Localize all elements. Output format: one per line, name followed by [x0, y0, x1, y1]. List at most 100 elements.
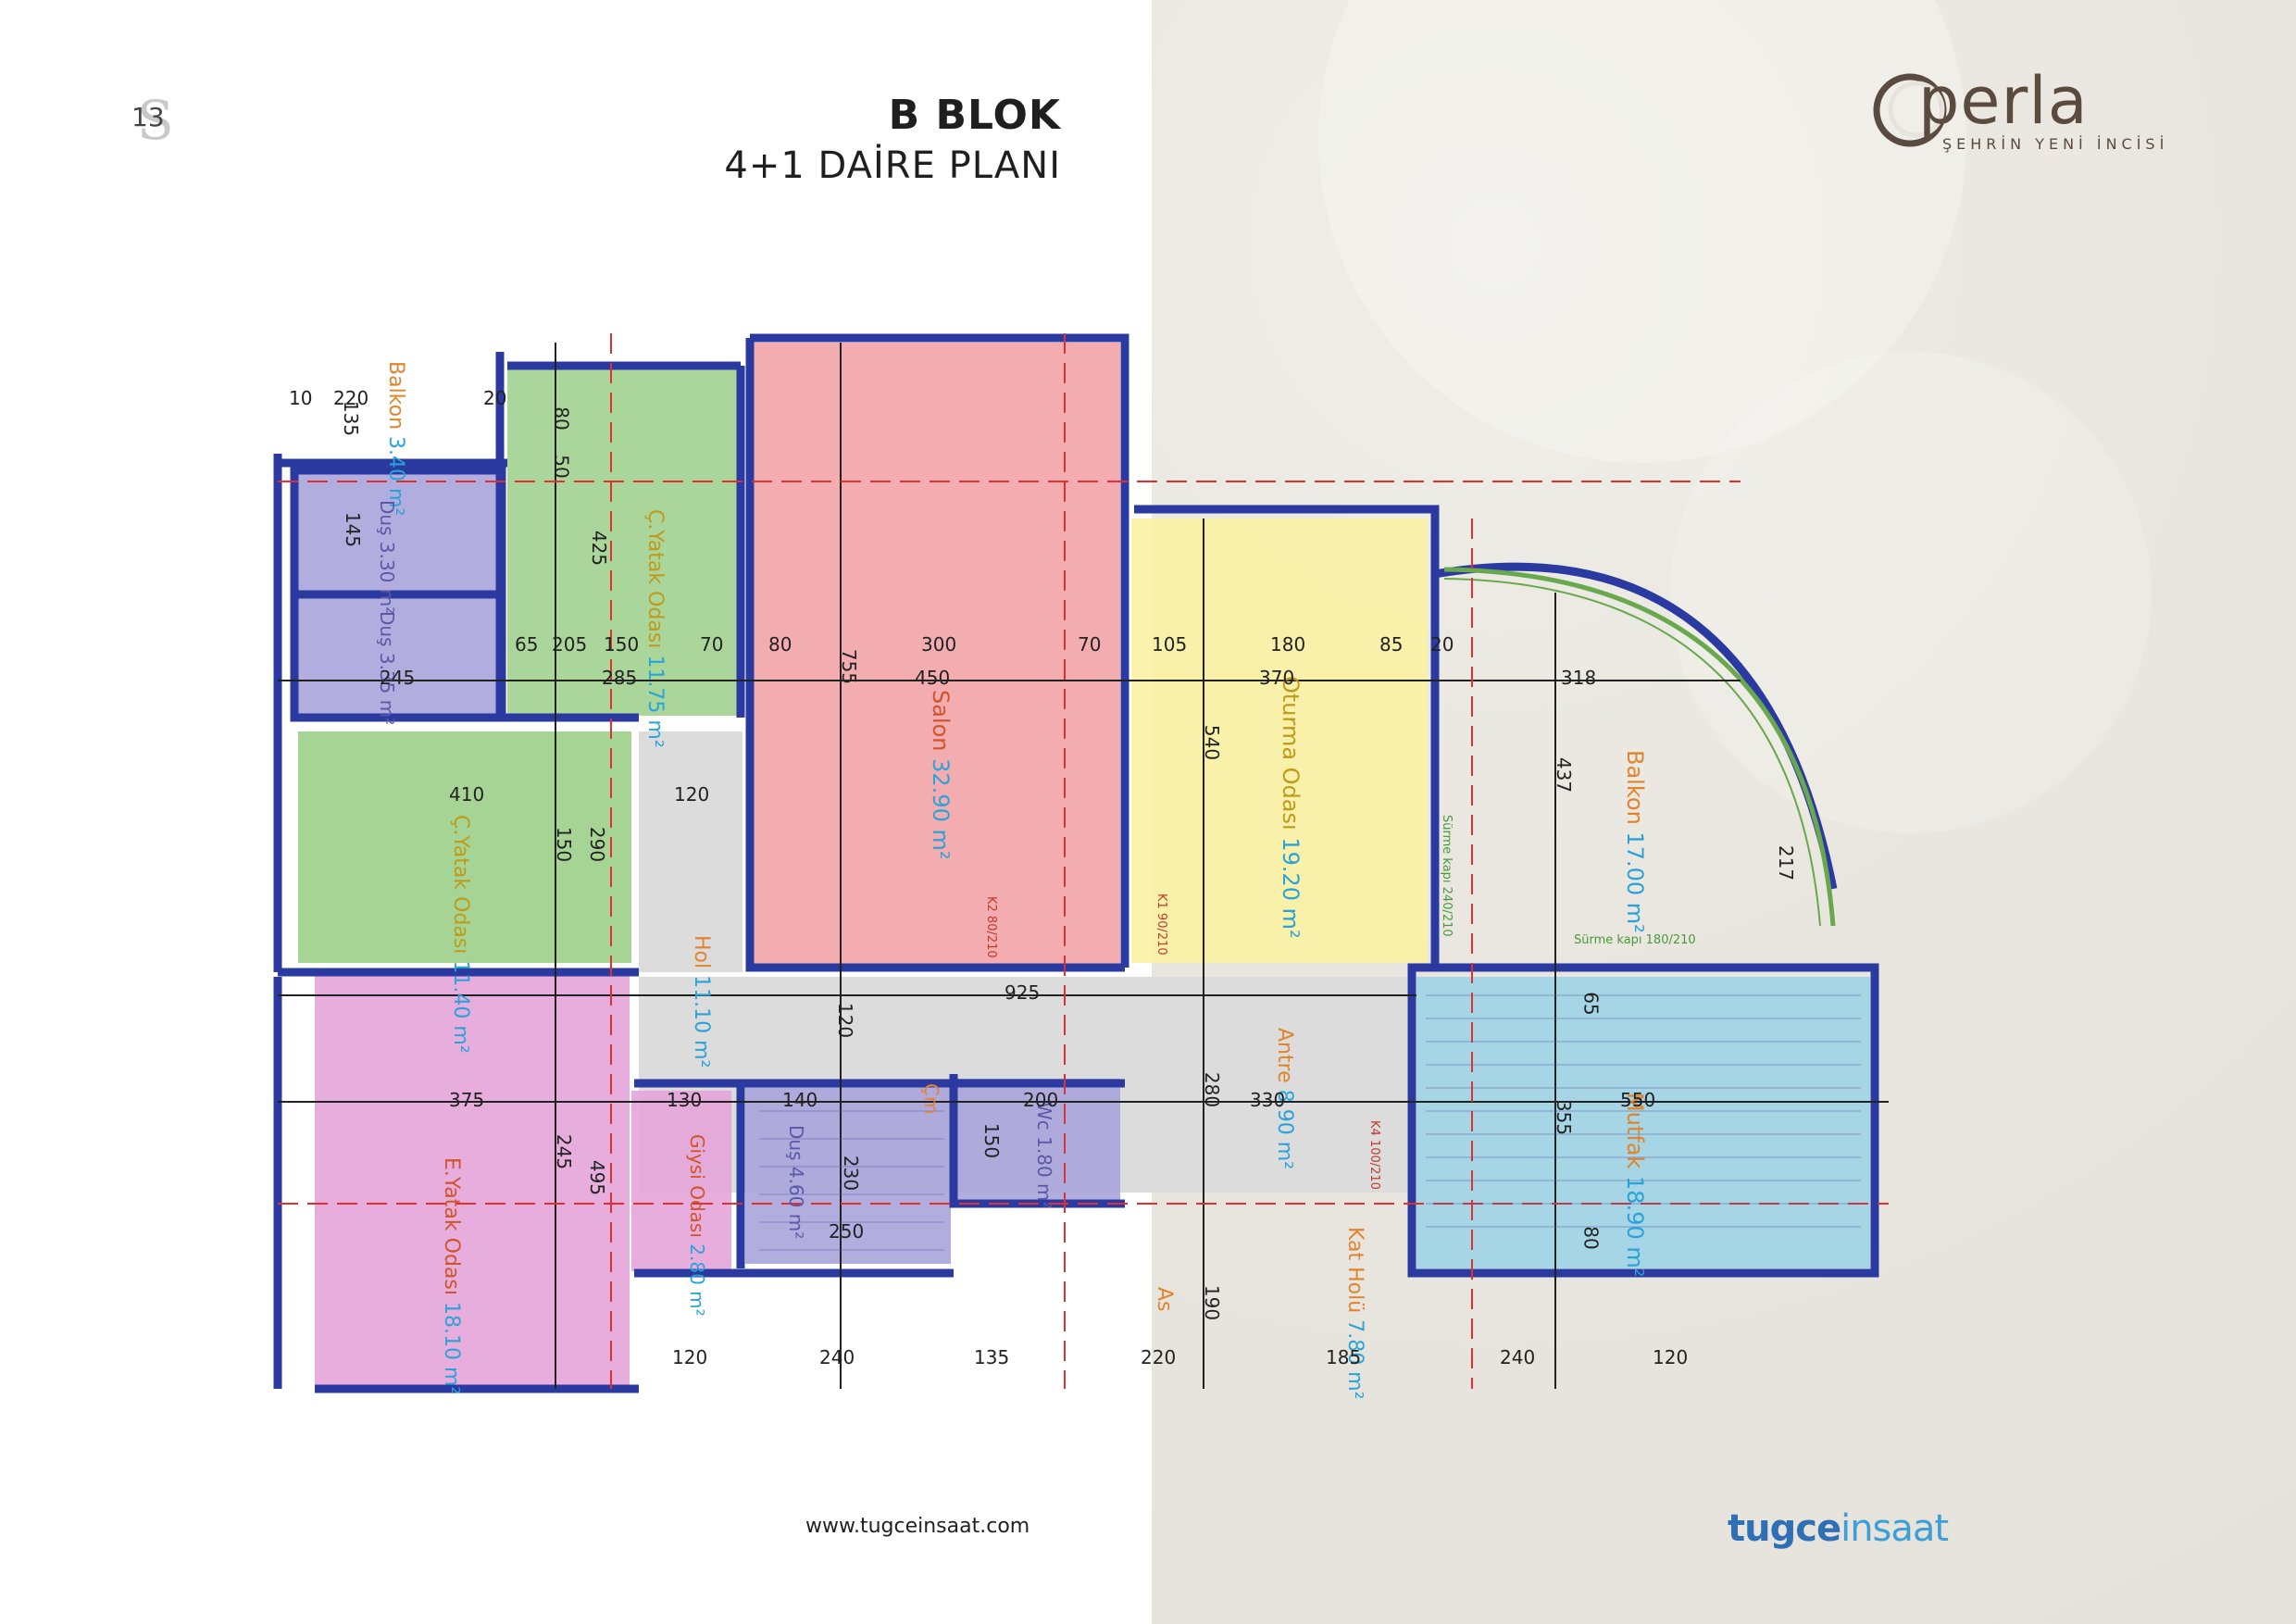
- wall-outline-mutfak: [1407, 963, 1879, 1278]
- dim: 330: [1250, 1089, 1286, 1111]
- dim: 135: [340, 400, 363, 437]
- page-number: 13: [131, 102, 165, 132]
- dim: 495: [586, 1159, 609, 1196]
- dim: 135: [974, 1346, 1010, 1368]
- room-area: 19.20 m²: [1278, 837, 1304, 939]
- dim: 20: [483, 387, 507, 409]
- dim: 245: [380, 667, 416, 689]
- room-name: Hol: [690, 935, 713, 969]
- dim: 190: [1201, 1284, 1224, 1321]
- dim: 65: [1579, 992, 1603, 1016]
- wall-outline-bath: [290, 466, 506, 722]
- room-label-c-yatak-2: Ç.Yatak Odası 11.40 m²: [449, 815, 472, 1054]
- dim: 290: [586, 826, 609, 863]
- dim: 120: [674, 783, 710, 806]
- room-area: 17.00 m²: [1622, 831, 1648, 933]
- brand-part-b: insaat: [1841, 1507, 1949, 1550]
- room-area: 32.90 m²: [928, 758, 954, 860]
- room-bedroom-c2: [298, 731, 631, 963]
- room-name: Kat Holü: [1343, 1227, 1366, 1314]
- dim: 80: [550, 406, 573, 431]
- room-name: Balkon: [384, 361, 407, 431]
- dim: 180: [1270, 633, 1306, 656]
- dim: 220: [1141, 1346, 1177, 1368]
- room-mutfak: [1416, 977, 1870, 1268]
- dim: 200: [1023, 1089, 1059, 1111]
- room-name: Çm: [920, 1083, 942, 1115]
- room-area: 3.35 m²: [376, 652, 398, 726]
- dim: 130: [667, 1089, 703, 1111]
- note-door-k2: K2 80/210: [984, 896, 998, 958]
- room-wc: [954, 1079, 1120, 1204]
- room-bedroom-c1: [507, 366, 737, 716]
- room-name: E.Yatak Odası: [440, 1157, 463, 1295]
- tile-grid-dus: [759, 1110, 944, 1251]
- dim: 285: [602, 667, 638, 689]
- room-area: 18.10 m²: [440, 1301, 463, 1395]
- dim: 205: [552, 633, 588, 656]
- wall-outline-lower: [315, 1074, 1125, 1393]
- dim: 220: [333, 387, 369, 409]
- room-giysi: [631, 1091, 731, 1271]
- note-sliding-door-1: Sürme kapı 240/210: [1440, 815, 1454, 937]
- dim: 20: [1430, 633, 1454, 656]
- room-salon: [750, 343, 1120, 968]
- room-label-dus-3: Duş 4.60 m²: [785, 1125, 807, 1239]
- wall-outline-salon: [745, 333, 1129, 972]
- room-label-kat-holu: Kat Holü 7.80 m²: [1343, 1227, 1366, 1399]
- dim: 120: [834, 1002, 857, 1039]
- dim: 375: [449, 1089, 485, 1111]
- room-dus-3: [745, 1083, 951, 1264]
- room-label-balkon-2: Balkon 17.00 m²: [1622, 750, 1648, 933]
- room-label-as: As: [1153, 1287, 1176, 1312]
- dim: 150: [553, 826, 576, 863]
- room-name: Duş: [376, 611, 398, 647]
- room-oturma: [1131, 518, 1428, 963]
- dim: 355: [1553, 1099, 1576, 1136]
- dim: 217: [1775, 844, 1798, 881]
- dim: 550: [1620, 1089, 1656, 1111]
- website-url: www.tugceinsaat.com: [805, 1515, 1030, 1538]
- dim: 437: [1553, 756, 1576, 793]
- dim: 450: [915, 667, 951, 689]
- dim: 65: [515, 633, 539, 656]
- room-label-giysi: Giysi Odası 2.80 m²: [686, 1134, 708, 1317]
- dim: 120: [1653, 1346, 1689, 1368]
- axis-lines: [278, 343, 1889, 1389]
- dim: 230: [840, 1155, 863, 1192]
- dim: 120: [672, 1346, 708, 1368]
- dim: 318: [1561, 667, 1597, 689]
- dim: 80: [768, 633, 792, 656]
- room-label-oturma: Oturma Odası 19.20 m²: [1278, 676, 1304, 939]
- room-area: 2.80 m²: [686, 1243, 708, 1317]
- dim: 140: [782, 1089, 818, 1111]
- dim: 70: [700, 633, 724, 656]
- dim: 280: [1201, 1071, 1224, 1108]
- room-dus-2: [294, 597, 502, 718]
- room-name: Giysi Odası: [686, 1134, 708, 1238]
- dim: 755: [838, 648, 861, 685]
- block-title: B BLOK: [888, 92, 1061, 139]
- dim: 425: [588, 530, 611, 567]
- balcony-arc-inner: [1443, 578, 1821, 927]
- dim: 370: [1259, 667, 1295, 689]
- dim: 80: [1579, 1226, 1603, 1250]
- room-label-c-yatak-1: Ç.Yatak Odası 11.75 m²: [643, 509, 667, 748]
- dim: 70: [1078, 633, 1102, 656]
- room-name: Salon: [928, 690, 954, 752]
- room-name: Oturma Odası: [1278, 676, 1304, 831]
- room-bedroom-e: [315, 972, 630, 1387]
- balcony-arc: [1443, 567, 1836, 927]
- plan-title: B BLOK 4+1 DAİRE PLANI: [724, 91, 1061, 191]
- dim: 145: [342, 511, 365, 548]
- room-label-salon: Salon 32.90 m²: [928, 690, 954, 860]
- room-fills: [294, 343, 1870, 1387]
- tugce-insaat-logo: tugceinsaat: [1728, 1507, 1949, 1550]
- room-label-cm: Çm: [920, 1083, 942, 1114]
- walls: [273, 333, 1879, 1393]
- brand-part-a: tugce: [1728, 1507, 1841, 1550]
- room-area: 11.10 m²: [690, 975, 713, 1068]
- dim: 50: [550, 455, 573, 479]
- room-name: As: [1153, 1287, 1176, 1312]
- dim: 240: [819, 1346, 855, 1368]
